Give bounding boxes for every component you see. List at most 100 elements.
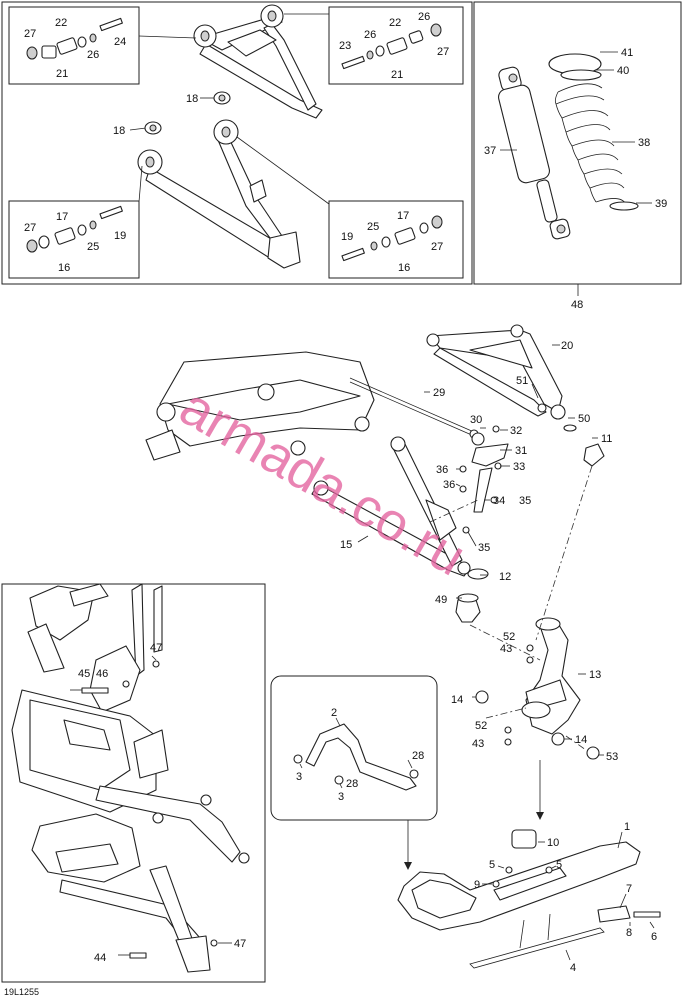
callout-18: 18 [186,93,198,105]
callout-17: 17 [56,211,68,223]
callout-43: 43 [500,643,512,655]
callout-4: 4 [570,962,576,974]
callout-11: 11 [601,433,612,445]
callout-25: 25 [367,221,379,233]
spindle-13 [475,617,600,760]
upper-a-arm-drawing [193,4,323,119]
callout-27: 27 [437,46,449,58]
callout-8: 8 [626,927,632,939]
callout-23: 23 [339,40,351,52]
callout-26: 26 [418,11,430,23]
callout-21: 21 [391,69,403,81]
lower-a-arm-15 [311,436,471,577]
callout-19: 19 [114,230,126,242]
callout-50: 50 [578,413,590,425]
callout-27: 27 [431,241,443,253]
callout-36: 36 [443,479,455,491]
callout-45: 45 [78,668,90,680]
callout-41: 41 [621,47,633,59]
a-arm-detail-frame [1,1,473,285]
callout-14: 14 [575,734,587,746]
callout-1: 1 [624,821,630,833]
lower-a-arm-drawing [137,119,301,269]
callout-37: 37 [484,145,496,157]
callout-26: 26 [364,29,376,41]
callout-2: 2 [331,707,337,719]
callout-44: 44 [94,952,106,964]
upper-right-kit-parts [341,23,442,70]
shock-spring-frame [473,1,682,285]
ski-leaders [482,831,655,961]
callout-35: 35 [478,542,490,554]
callout-29: 29 [433,387,445,399]
callout-53: 53 [606,751,618,763]
callout-3: 3 [338,791,344,803]
callout-49: 49 [435,594,447,606]
diagram-code: 19L1255 [4,987,39,997]
ski-handle-2-drawing [293,717,419,791]
callout-28: 28 [346,778,358,790]
callout-7: 7 [626,883,632,895]
callout-15: 15 [340,539,352,551]
callout-18: 18 [113,125,125,137]
callout-35: 35 [519,495,531,507]
callout-32: 32 [510,425,522,437]
callout-21: 21 [56,68,68,80]
coil-spring-drawing [548,53,639,211]
callout-19: 19 [341,231,353,243]
callout-14: 14 [451,694,463,706]
callout-27: 27 [24,28,36,40]
callout-5: 5 [556,859,562,871]
callout-5: 5 [489,859,495,871]
shock-leaders [500,51,652,296]
callout-16: 16 [58,262,70,274]
chassis-frame-drawing [11,583,250,973]
frame-subassembly-drawing [145,351,375,461]
lower-bushing-kit-left-box [8,200,140,279]
callout-24: 24 [114,36,126,48]
callout-20: 20 [561,340,573,352]
callout-17: 17 [397,210,409,222]
ball-joints-and-hardware [455,424,605,623]
upper-a-arm-20 [426,324,566,420]
callout-10: 10 [547,837,559,849]
shock-absorber-drawing [498,66,571,240]
callout-30: 30 [470,414,482,426]
lower-bushing-kit-right-box [328,200,464,279]
chassis-fasteners [70,655,232,959]
callout-22: 22 [389,17,401,29]
callout-38: 38 [638,137,650,149]
callout-52: 52 [475,720,487,732]
callout-36: 36 [436,464,448,476]
callout-6: 6 [651,931,657,943]
ski-1-drawing [397,829,661,969]
chassis-detail-frame [1,583,266,983]
bracket-31-and-link-34 [459,425,509,534]
callout-47: 47 [234,938,246,950]
callout-26: 26 [87,49,99,61]
callout-9: 9 [474,879,480,891]
callout-46: 46 [96,668,108,680]
callout-3: 3 [296,771,302,783]
callout-13: 13 [589,669,601,681]
callout-16: 16 [398,262,410,274]
assembly-dash-lines [404,465,593,870]
callout-34: 34 [493,495,505,507]
callout-22: 22 [55,17,67,29]
upper-bushing-kit-left-box [8,6,140,85]
a-arm-leaders [129,13,330,205]
callout-51: 51 [516,375,528,387]
ski-handle-detail-frame [270,675,438,821]
loose-bushings-18 [144,91,231,135]
lower-right-kit-parts [341,215,443,262]
main-leaders [357,344,604,756]
callout-52: 52 [503,631,515,643]
callout-25: 25 [87,241,99,253]
lower-left-kit-parts [26,205,123,253]
callout-48: 48 [571,299,583,311]
upper-left-kit-parts [26,17,123,60]
callout-43: 43 [472,738,484,750]
callout-27: 27 [24,222,36,234]
upper-bushing-kit-right-box [328,6,464,85]
